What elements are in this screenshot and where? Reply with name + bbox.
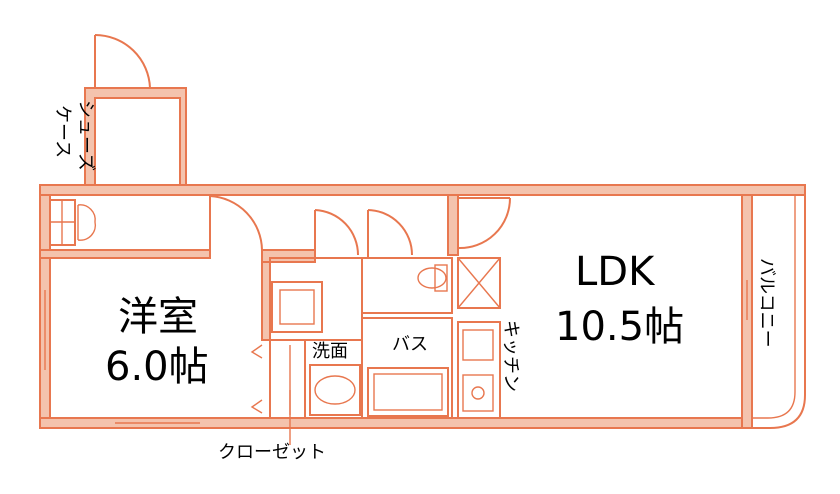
entrance-door	[94, 34, 151, 89]
washroom	[269, 257, 363, 419]
closet-label: クローゼット	[218, 442, 326, 463]
kitchen-label: キッチン	[500, 320, 521, 392]
shoe-case-label-line1: シューズ	[75, 100, 96, 171]
outer-walls	[39, 87, 806, 429]
washroom-label: 洗面	[312, 341, 348, 362]
western-room-name: 洋室	[118, 294, 198, 340]
toilet	[361, 257, 453, 314]
balcony	[746, 184, 806, 429]
shoe-case-label-line2: ケース	[52, 105, 73, 158]
ldk-size: 10.5帖	[555, 304, 684, 350]
bath-label: バス	[392, 334, 428, 355]
corridor-doors	[209, 195, 511, 258]
closet	[250, 339, 306, 419]
kitchen	[457, 257, 501, 419]
western-room-windows	[44, 290, 200, 424]
ldk-name: LDK	[575, 249, 656, 295]
balcony-label: バルコニー	[756, 258, 777, 348]
shoe-case	[49, 199, 97, 246]
bathroom	[361, 317, 453, 419]
western-room-size: 6.0帖	[105, 344, 209, 390]
